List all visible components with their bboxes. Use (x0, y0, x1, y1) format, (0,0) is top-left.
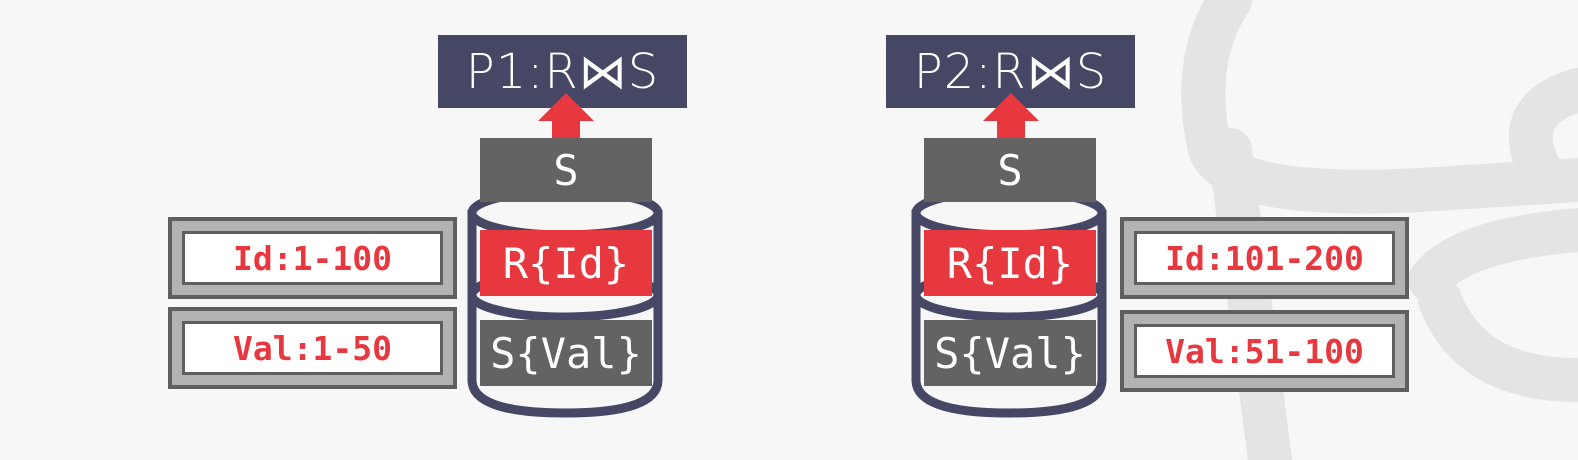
layer-r-id: R{Id} (924, 230, 1096, 296)
range-label-id: Id:101-200 (1134, 231, 1395, 285)
range-box-val: Val:1-50 (168, 307, 457, 389)
range-box-val: Val:51-100 (1120, 310, 1409, 392)
range-box-id: Id:1-100 (168, 217, 457, 299)
up-arrow-icon (983, 93, 1039, 151)
range-box-id: Id:101-200 (1120, 217, 1409, 299)
range-label-val: Val:1-50 (182, 321, 443, 375)
up-arrow-icon (538, 93, 594, 151)
range-label-val: Val:51-100 (1134, 324, 1395, 378)
layer-s-val: S{Val} (480, 320, 652, 386)
range-label-id: Id:1-100 (182, 231, 443, 285)
layer-r-id: R{Id} (480, 230, 652, 296)
layer-s: S (924, 138, 1096, 202)
processor-p1: P1:R⋈S (438, 35, 687, 108)
layer-s: S (480, 138, 652, 202)
layer-s-val: S{Val} (924, 320, 1096, 386)
